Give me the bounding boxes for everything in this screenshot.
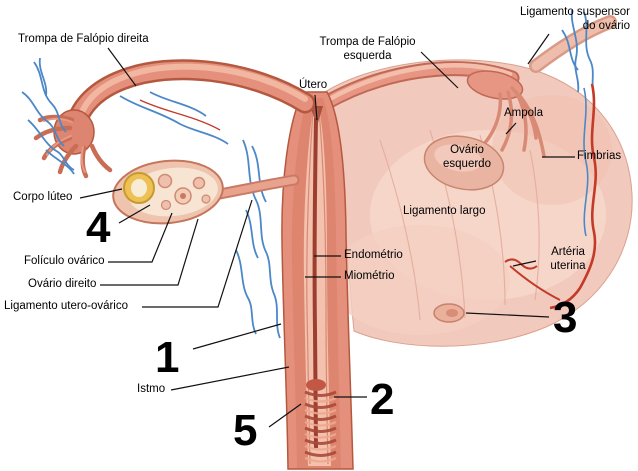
label-ligamento-suspensor: Ligamento suspensor do ovário	[520, 6, 630, 32]
marker-5: 5	[233, 406, 258, 455]
label-istmo: Istmo	[137, 383, 166, 395]
right-ovary	[112, 159, 224, 225]
marker-4: 4	[86, 203, 111, 252]
marker-2: 2	[370, 375, 395, 424]
label-ligamento-largo: Ligamento largo	[403, 205, 486, 217]
label-trompa-falopio-direita: Trompa de Falópio direita	[18, 33, 149, 45]
label-fimbrias: Fimbrias	[577, 150, 622, 162]
label-corpo-luteo: Corpo lúteo	[13, 191, 73, 203]
label-ampola: Ampola	[504, 107, 543, 119]
label-ovario-esquerdo: Ovário esquerdo	[443, 144, 491, 170]
label-miometrio: Miométrio	[344, 270, 395, 282]
right-fallopian-tube	[33, 59, 316, 179]
small-artery	[139, 99, 221, 131]
label-arteria-uterina: Artéria uterina	[550, 246, 586, 272]
label-foliculo-ovarico: Folículo ovárico	[24, 255, 105, 267]
left-fallopian-tube	[316, 61, 546, 158]
uterine-artery	[504, 83, 598, 310]
corpus-luteum	[123, 172, 155, 204]
marker-1: 1	[155, 333, 180, 382]
utero-ovarian-ligament	[214, 174, 300, 200]
fimbriae-left	[482, 86, 546, 158]
uterus-body	[281, 91, 354, 470]
uterine-canal	[312, 117, 318, 449]
broad-ligament	[315, 59, 633, 347]
label-endometrio: Endométrio	[344, 249, 403, 261]
round-ligament-stub	[433, 303, 465, 323]
ovarian-follicles	[157, 173, 211, 211]
marker-3: 3	[553, 293, 578, 342]
label-ovario-direito: Ovário direito	[28, 278, 97, 290]
label-trompa-falopio-esquerda: Trompa de Falópio esquerda	[319, 36, 416, 62]
leader-lines	[79, 33, 575, 428]
suspensory-ligament	[529, 9, 617, 97]
left-ovary	[423, 135, 505, 191]
cervical-canal	[304, 390, 337, 463]
label-utero: Útero	[299, 79, 328, 91]
label-ligamento-utero-ovarico: Ligamento utero-ovárico	[4, 300, 129, 312]
